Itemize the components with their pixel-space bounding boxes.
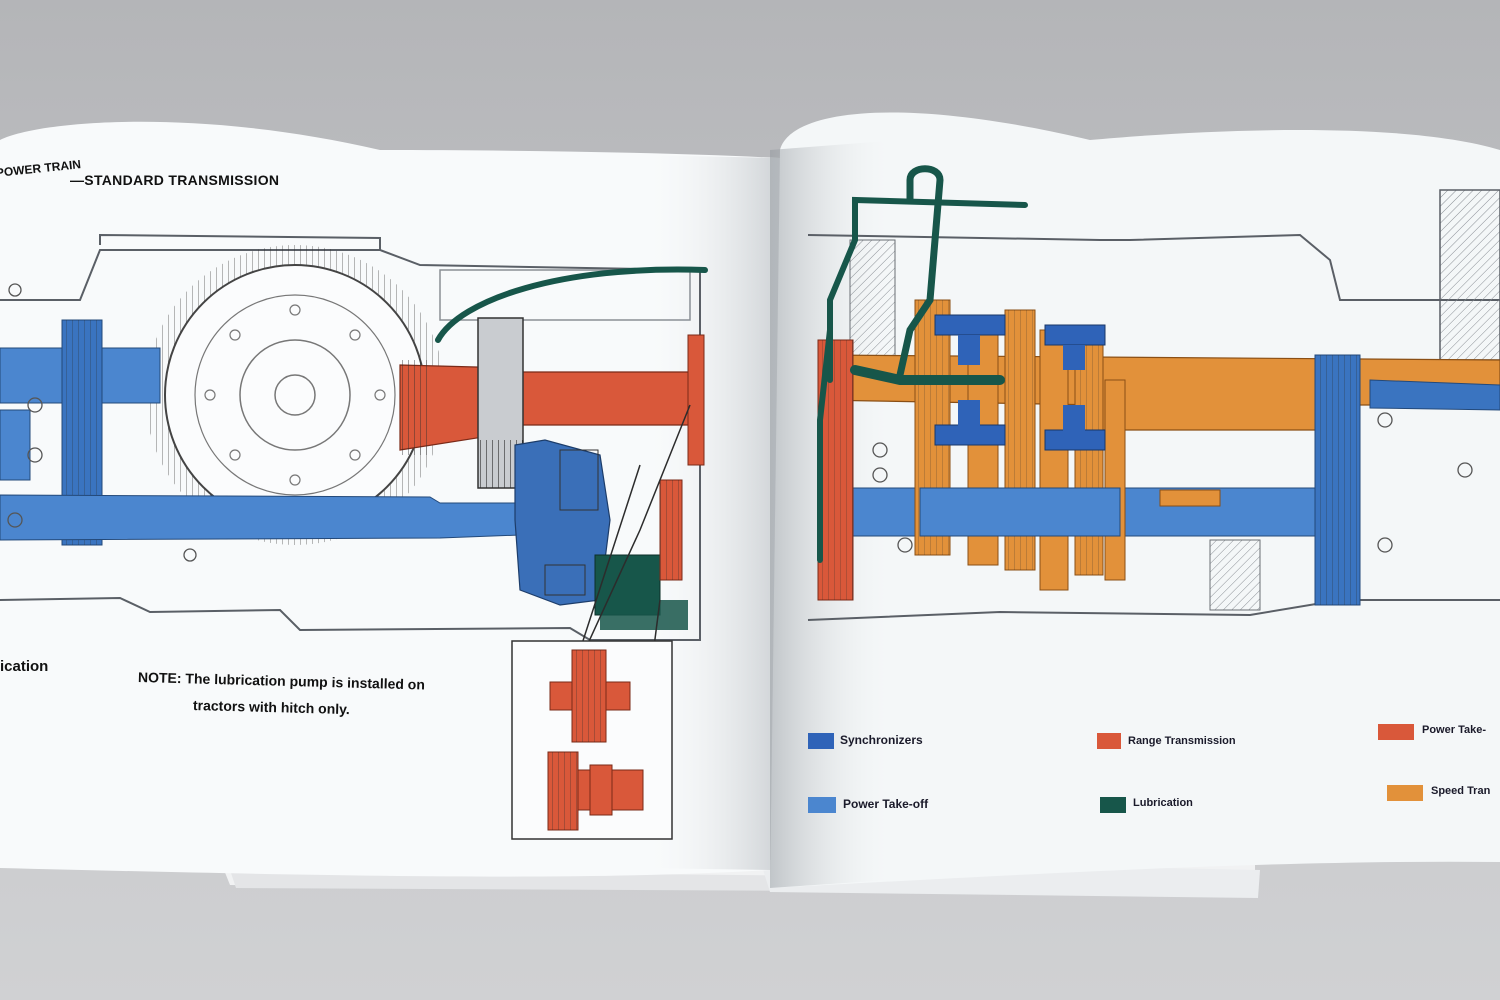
legend-label-pto: Power Take-off [843,797,929,811]
left-transmission-diagram [0,233,708,840]
synchronizer-2 [1044,324,1106,451]
lube-pipe [435,266,708,343]
legend-label-lubrication: Lubrication [1133,797,1193,809]
legend-swatch-range [1097,733,1121,749]
legend-label-power-take: Power Take- [1422,724,1486,736]
legend-label-speed: Speed Tran [1431,785,1491,797]
right-transmission-diagram [807,165,1500,621]
synchronizer-1 [934,314,1006,446]
legend-label-range: Range Transmission [1128,735,1236,747]
legend-swatch-power-take [1378,724,1414,740]
speed-gear-cluster [914,299,1221,591]
lube-lines [817,165,1028,563]
legend-swatch-pto [808,797,836,813]
legend-label-synchronizers: Synchronizers [840,733,923,747]
legend [808,724,1423,813]
legend-swatch-speed [1387,785,1423,801]
left-side-label: ication [0,658,49,675]
inset-gear-upper [549,649,631,743]
left-page-title: —STANDARD TRANSMISSION [70,172,280,188]
legend-swatch-synchronizers [808,733,834,749]
inset-gear-lower [547,751,644,831]
legend-swatch-lubrication [1100,797,1126,813]
